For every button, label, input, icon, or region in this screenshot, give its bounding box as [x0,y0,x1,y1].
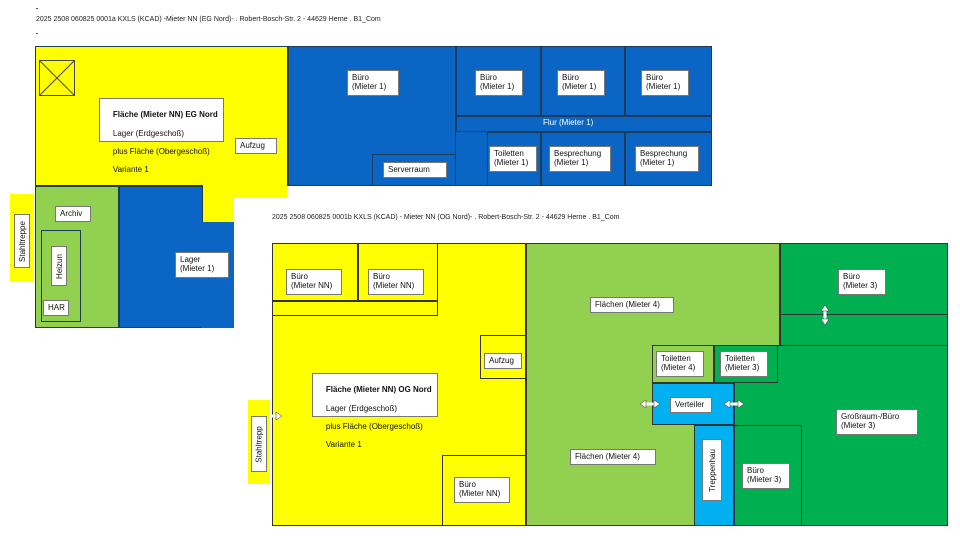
og-label-buero-3-bottom: Büro (Mieter 3) [742,463,790,489]
eg-elevator-cross-icon [40,61,74,95]
og-label-stahltreppe: Stahltrepp [251,416,267,472]
og-main-label-line2: Lager (Erdgeschoß) [325,403,398,413]
og-room-buero-nn-3 [442,455,526,526]
eg-room-flur [456,116,712,132]
eg-room-buero-3 [541,46,625,116]
og-room-wall-segment [272,301,438,316]
eg-label-besprechung-2: Besprechung (Mieter 1) [635,146,699,172]
og-label-buero-nn-3: Büro (Mieter NN) [454,477,510,503]
og-main-label-line4: Variante 1 [325,440,362,450]
og-label-aufzug: Aufzug [484,353,522,369]
eg-label-har: HAR [43,300,69,316]
og-label-toiletten-3: Toiletten (Mieter 3) [720,351,768,377]
eg-room-besprechung-2 [625,132,712,186]
eg-label-flur: Flur (Mieter 1) [543,118,594,127]
og-stahltreppe: Stahltrepp [248,400,270,484]
og-label-grossraum: Großraum-/Büro (Mieter 3) [836,409,918,435]
eg-main-area-label: Fläche (Mieter NN) EG Nord Lager (Erdges… [99,98,224,174]
og-door-arrow-verteiler-right-icon [724,399,744,409]
eg-room-serverraum [372,154,456,186]
eg-label-stahltreppe-text: Stahltreppe [17,220,27,262]
eg-floor-plan: Fläche (Mieter NN) EG Nord Lager (Erdges… [35,46,712,328]
eg-label-toiletten: Toiletten (Mieter 1) [489,146,537,172]
eg-plan-title: 2025 2508 060825 0001a KXLS (KCAD) -Miet… [36,16,381,23]
og-door-arrow-vertical-icon [820,305,830,325]
eg-main-label-line1: Fläche (Mieter NN) EG Nord [112,110,218,120]
eg-label-stahltreppe: Stahltreppe [14,214,30,268]
eg-label-serverraum: Serverraum [383,162,447,178]
og-label-buero-nn-1: Büro (Mieter NN) [286,269,342,295]
eg-elevator-shaft [39,60,75,96]
og-room-buero-nn-1 [272,243,358,301]
og-room-buero-nn-2 [358,243,438,301]
eg-room-toiletten [487,132,541,186]
og-main-label-line3: plus Fläche (Obergeschoß) [325,421,423,431]
og-room-aufzug [480,335,526,379]
eg-label-aufzug: Aufzug [235,138,277,154]
og-label-toiletten-4: Toiletten (Mieter 4) [656,351,704,377]
eg-label-buero-2: Büro (Mieter 1) [475,70,523,96]
eg-room-besprechung-1 [541,132,625,186]
eg-main-label-line3: plus Fläche (Obergeschoß) [112,146,210,156]
eg-stahltreppe: Stahltreppe [10,194,34,282]
eg-label-buero-4: Büro (Mieter 1) [641,70,689,96]
og-label-stahltreppe-text: Stahltrepp [254,425,264,463]
eg-main-label-line2: Lager (Erdgeschoß) [112,128,185,138]
og-label-buero-3-top: Büro (Mieter 3) [838,269,886,295]
og-label-flaechen-top: Flächen (Mieter 4) [590,297,674,313]
og-label-treppenhaus: Treppenhau [702,439,722,501]
og-label-treppenhaus-text: Treppenhau [707,448,717,492]
og-floor-plan: Büro (Mieter NN) Büro (Mieter NN) Aufzug… [262,243,948,526]
og-main-label-line1: Fläche (Mieter NN) OG Nord [325,385,432,395]
eg-room-buero-2 [456,46,541,116]
eg-label-lager: Lager (Mieter 1) [175,252,229,278]
og-label-flaechen-bottom: Flächen (Mieter 4) [570,449,656,465]
og-main-area-label: Fläche (Mieter NN) OG Nord Lager (Erdges… [312,373,438,449]
eg-label-buero-3: Büro (Mieter 1) [557,70,605,96]
og-room-buero-3-bottom [734,425,802,526]
og-label-buero-nn-2: Büro (Mieter NN) [368,269,424,295]
eg-main-label-line4: Variante 1 [112,165,149,175]
eg-title-dot-top [36,8,38,9]
og-door-arrow-verteiler-left-icon [640,399,660,409]
eg-label-heizung-text: Heizun [54,253,64,279]
eg-label-archiv: Archiv [55,206,91,222]
eg-title-dot-bottom [36,33,38,34]
og-plan-title: 2025 2508 060825 0001b KXLS (KCAD) - Mie… [272,214,620,221]
eg-room-buero-4 [625,46,712,116]
og-room-buero-3-top [780,243,948,315]
eg-label-heizung: Heizun [51,246,67,286]
og-label-verteiler: Verteiler [670,397,712,413]
eg-label-besprechung-1: Besprechung (Mieter 1) [549,146,611,172]
eg-label-buero-1: Büro (Mieter 1) [347,70,399,96]
